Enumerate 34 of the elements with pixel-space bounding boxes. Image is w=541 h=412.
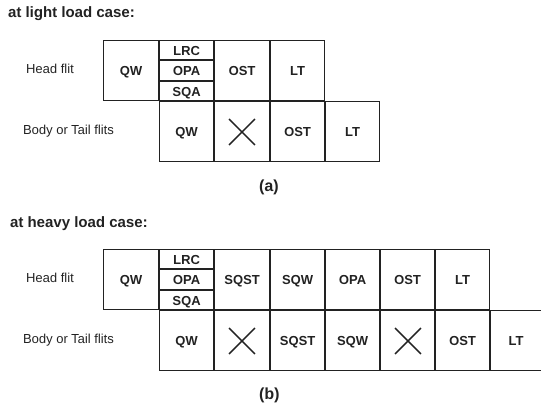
stage-cell: SQA	[159, 290, 214, 310]
stage-cell: QW	[103, 249, 159, 310]
stage-cell: LT	[490, 310, 541, 371]
stage-cell: SQST	[214, 249, 270, 310]
stage-cell: LRC	[159, 249, 214, 269]
empty-stage-cell	[214, 310, 270, 371]
stage-cell: OPA	[159, 60, 214, 81]
stage-cell: SQST	[270, 310, 325, 371]
stage-cell: LRC	[159, 40, 214, 60]
stage-cell: OST	[214, 40, 270, 101]
stage-cell: LT	[435, 249, 490, 310]
stage-cell: OPA	[325, 249, 380, 310]
stage-cell: QW	[159, 101, 214, 162]
row-label: Body or Tail flits	[23, 331, 114, 346]
stage-cell: LT	[270, 40, 325, 101]
stage-cell: OST	[435, 310, 490, 371]
empty-stage-cell	[380, 310, 435, 371]
panel-label: (a)	[259, 178, 279, 196]
stage-cell: OPA	[159, 269, 214, 290]
empty-stage-cell	[214, 101, 270, 162]
row-label: Head flit	[26, 270, 74, 285]
stage-cell: OST	[380, 249, 435, 310]
row-label: Head flit	[26, 61, 74, 76]
stage-cell: SQA	[159, 81, 214, 101]
stage-cell: OST	[270, 101, 325, 162]
row-label: Body or Tail flits	[23, 122, 114, 137]
stage-cell: SQW	[270, 249, 325, 310]
stage-cell: LT	[325, 101, 380, 162]
panel-label: (b)	[259, 386, 280, 404]
heading: at heavy load case:	[10, 214, 148, 231]
heading: at light load case:	[8, 4, 135, 21]
stage-cell: QW	[159, 310, 214, 371]
stage-cell: SQW	[325, 310, 380, 371]
stage-cell: QW	[103, 40, 159, 101]
